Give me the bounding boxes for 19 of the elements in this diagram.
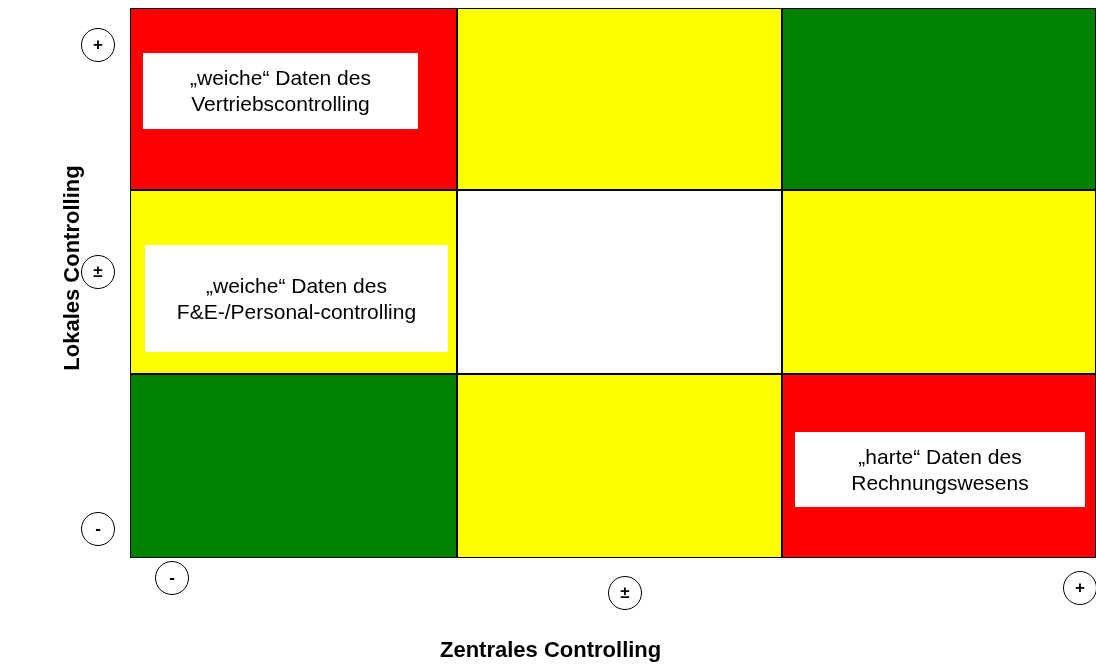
matrix-cell [782, 374, 1096, 558]
text-box: „weiche“ Daten des F&E-/Personal-controlling [145, 245, 448, 352]
matrix-cell [782, 190, 1096, 374]
scale-marker: - [81, 512, 115, 546]
matrix-cell [457, 8, 782, 190]
scale-marker: + [1063, 571, 1096, 605]
scale-marker: ± [608, 576, 642, 610]
text-box: „harte“ Daten des Rechnungswesens [795, 432, 1085, 507]
matrix-cell [130, 190, 457, 374]
horizontal-axis-title: Zentrales Controlling [440, 637, 662, 663]
scale-marker: + [81, 28, 115, 62]
matrix-cell [457, 374, 782, 558]
matrix-cell [130, 374, 457, 558]
scale-marker: ± [81, 255, 115, 289]
matrix-cell [782, 8, 1096, 190]
matrix-cell [130, 8, 457, 190]
scale-marker: - [155, 561, 189, 595]
text-box: „weiche“ Daten des Vertriebscontrolling [143, 53, 418, 129]
matrix-cell [457, 190, 782, 374]
